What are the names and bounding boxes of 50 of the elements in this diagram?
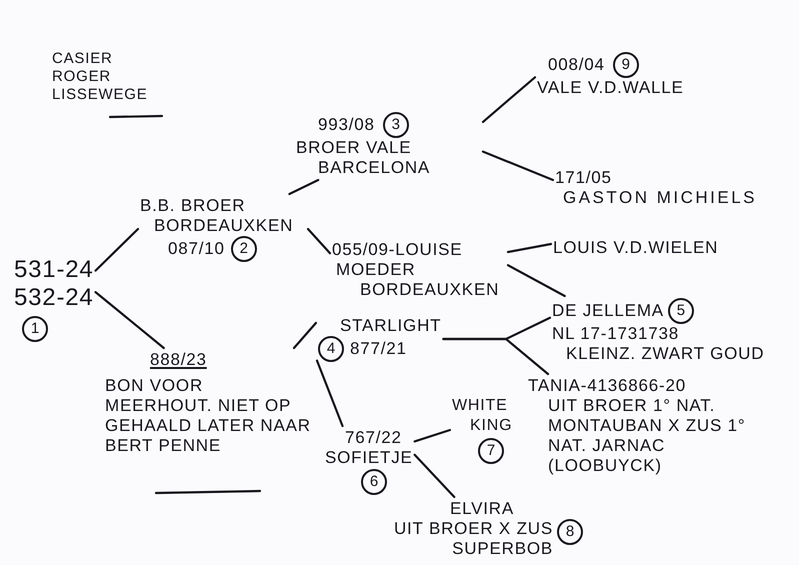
callout-number: 3 — [382, 112, 409, 138]
pedigree-line — [94, 228, 140, 272]
pigeon-name: VALE V.D.WALLE — [537, 78, 684, 98]
ring-number: 171/05 — [555, 168, 612, 188]
pedigree-line — [292, 322, 318, 350]
pigeon-name: LOUIS V.D.WIELEN — [553, 238, 718, 258]
note-text: KLEINZ. ZWART GOUD — [566, 344, 764, 364]
ring-number: 877/21 — [350, 339, 407, 359]
pedigree-line — [482, 76, 536, 123]
pigeon-name: BROER VALE BARCELONA — [296, 138, 432, 178]
callout-number: 4 — [318, 336, 344, 362]
pedigree-line — [94, 291, 165, 350]
callout-number: 5 — [668, 298, 694, 324]
ring-number: 888/23 — [150, 350, 207, 370]
pedigree-line — [306, 228, 332, 254]
callout-number: 6 — [361, 469, 387, 495]
pedigree-line — [506, 264, 566, 298]
ring-number: 008/04 — [548, 55, 605, 75]
pedigree-line — [442, 338, 550, 376]
note-text: BON VOOR MEERHOUT. NIET OP GEHAALD LATER NAAR BERT PENNE — [105, 376, 312, 456]
pigeon-name: STARLIGHT — [340, 316, 442, 336]
ring-number: NL 17-1731738 — [552, 324, 679, 344]
pedigree-line — [482, 150, 554, 182]
ring-number: 532-24 — [14, 284, 94, 312]
pedigree-line — [414, 428, 452, 442]
pigeon-name: TANIA-4136866-20 — [528, 376, 686, 396]
callout-number: 1 — [22, 316, 48, 342]
pigeon-name: B.B. BROER BORDEAUXKEN — [140, 196, 294, 236]
pigeon-name: DE JELLEMA — [552, 301, 664, 321]
pigeon-name: MOEDER BORDEAUXKEN — [336, 260, 500, 300]
note-text: UIT BROER 1° NAT. MONTAUBAN X ZUS 1° NAT. JARNAC (LOOBUYCK) — [548, 396, 747, 476]
pigeon-name: WHITE KING — [452, 396, 514, 436]
pigeon-name: GASTON MICHIELS — [563, 188, 757, 208]
callout-number: 7 — [478, 438, 504, 464]
ring-number: 767/22 — [345, 428, 402, 448]
pedigree-line — [316, 360, 344, 428]
title-text: CASIER ROGER LISSEWEGE — [52, 50, 149, 104]
pedigree-line — [506, 242, 552, 254]
pedigree-line — [288, 178, 320, 196]
pigeon-name: 055/09-LOUISE — [332, 240, 462, 260]
note-text: UIT BROER X ZUS SUPERBOB — [392, 519, 553, 559]
ring-number: 993/08 — [318, 115, 375, 135]
pigeon-name: ELVIRA — [450, 499, 514, 519]
ring-number: 087/10 — [168, 239, 225, 259]
ring-number: 531-24 — [14, 256, 94, 284]
pigeon-name: SOFIETJE — [325, 448, 413, 468]
callout-number: 9 — [612, 52, 639, 78]
pedigree-line — [414, 454, 456, 498]
callout-number: 8 — [557, 519, 583, 545]
callout-number: 2 — [230, 236, 257, 262]
